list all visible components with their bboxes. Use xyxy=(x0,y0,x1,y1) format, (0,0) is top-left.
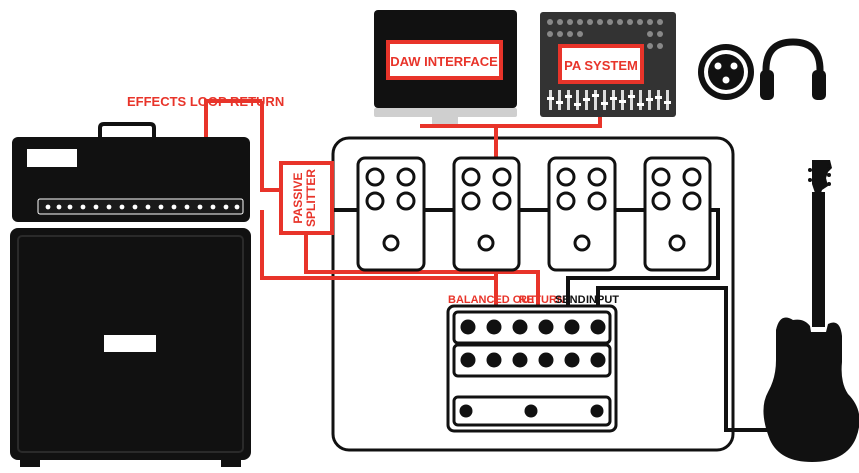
interface-pedal xyxy=(446,304,618,433)
mixer-icon: PA SYSTEM xyxy=(540,12,676,117)
pa-system-label: PA SYSTEM xyxy=(564,58,638,73)
pedal-1 xyxy=(356,156,426,272)
passive-splitter: PASSIVE SPLITTER xyxy=(279,161,334,235)
xlr-connector-icon xyxy=(698,44,754,100)
pedalboard-outline xyxy=(331,136,735,452)
pedal-4 xyxy=(643,156,712,272)
effects-loop-return-label: EFFECTS LOOP RETURN xyxy=(127,94,284,109)
passive-label: PASSIVE xyxy=(291,172,305,223)
daw-interface-label: DAW INTERFACE xyxy=(390,54,498,69)
cabinet-logo-plate xyxy=(104,335,156,352)
send-label: SEND xyxy=(555,294,586,306)
speaker-cabinet-icon xyxy=(10,228,251,467)
amp-logo-plate xyxy=(27,149,77,167)
headphones-icon xyxy=(760,38,826,100)
amp-head-icon xyxy=(12,122,250,222)
return-label: RETURN xyxy=(519,294,565,306)
guitar-icon xyxy=(763,160,859,462)
input-label: INPUT xyxy=(586,294,619,306)
pedal-2 xyxy=(452,156,521,272)
black-cables xyxy=(333,208,776,432)
splitter-label: SPLITTER xyxy=(304,169,318,227)
pedal-3 xyxy=(547,156,617,272)
balanced-out-label: BALANCED OUT xyxy=(448,294,536,306)
monitor-icon: DAW INTERFACE xyxy=(374,10,517,128)
